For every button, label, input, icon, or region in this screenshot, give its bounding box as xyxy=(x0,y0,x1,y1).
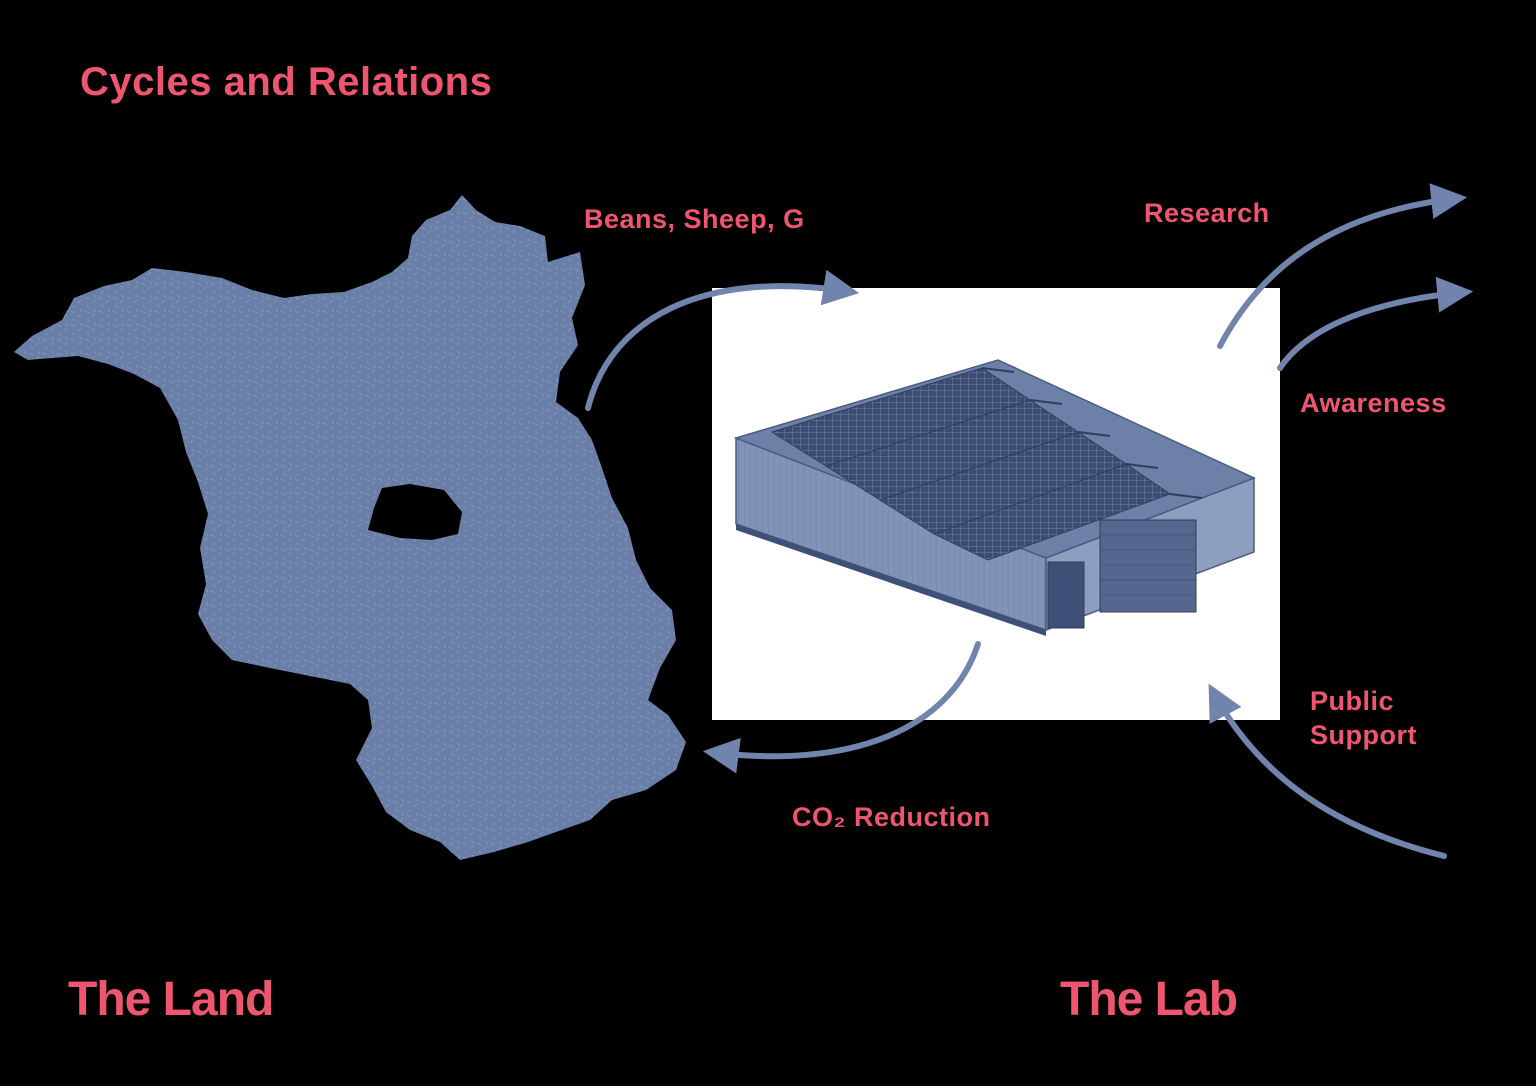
lab-building xyxy=(733,359,1256,636)
building-door-main xyxy=(1099,519,1197,613)
arrow-land-to-lab xyxy=(585,269,860,411)
land-map xyxy=(14,195,686,860)
flow-label-research: Research xyxy=(1144,198,1270,228)
arrow-public-support xyxy=(1208,683,1447,859)
arrow-lab-to-land xyxy=(702,641,981,774)
land-map-shape xyxy=(14,195,686,860)
flow-label-public-support: Public Support xyxy=(1310,686,1417,750)
arrow-awareness xyxy=(1277,276,1474,371)
place-label-lab: The Lab xyxy=(1060,973,1238,1026)
flow-label-to-land: CO₂ Reduction xyxy=(792,802,991,832)
flow-label-to-lab: Beans, Sheep, G xyxy=(584,204,805,234)
page-title: Cycles and Relations xyxy=(80,60,493,104)
flow-label-awareness: Awareness xyxy=(1300,388,1447,418)
place-label-land: The Land xyxy=(68,973,274,1026)
building-door-left xyxy=(1047,561,1085,629)
arrow-research xyxy=(1217,183,1468,349)
